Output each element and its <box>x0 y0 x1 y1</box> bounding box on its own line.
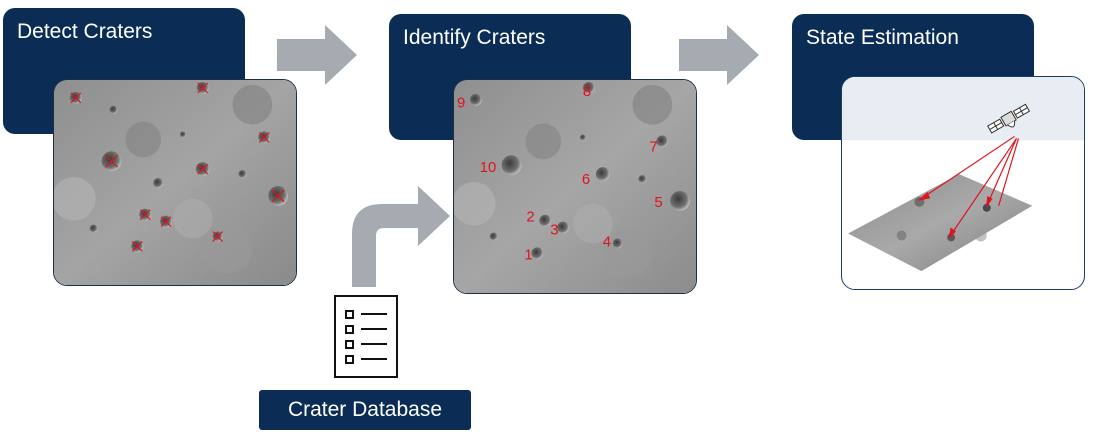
crater-database-icon <box>334 295 398 378</box>
flow-arrow-right-icon <box>679 25 759 85</box>
detected-craters-image <box>53 79 297 286</box>
crater-label-9: 9 <box>457 96 465 112</box>
crater-database-text: Crater Database <box>287 398 443 421</box>
detect-craters-title: Detect Craters <box>17 20 153 43</box>
database-flow-arrow-icon <box>352 186 450 287</box>
crater-label-7: 7 <box>649 139 657 155</box>
crater-label-5: 5 <box>654 195 662 211</box>
crater-label-1: 1 <box>524 247 532 263</box>
crater-database-label: Crater Database <box>259 390 471 430</box>
crater-label-2: 2 <box>526 210 534 226</box>
identify-craters-title: Identify Craters <box>403 26 546 49</box>
measurement-rays <box>917 135 1020 240</box>
satellite-icon <box>987 103 1031 134</box>
state-estimation-title: State Estimation <box>806 26 959 49</box>
crater-label-4: 4 <box>603 234 611 250</box>
lunar-surface-patch <box>848 174 1033 272</box>
crater-label-6: 6 <box>582 172 590 188</box>
identified-craters-image: 1 2 3 4 5 6 7 8 9 10 <box>453 79 697 294</box>
crater-label-3: 3 <box>550 223 558 239</box>
crater-label-8: 8 <box>583 84 591 100</box>
crater-label-10: 10 <box>480 160 497 176</box>
state-estimation-panel <box>841 76 1085 290</box>
flow-arrow-right-icon <box>277 25 357 85</box>
